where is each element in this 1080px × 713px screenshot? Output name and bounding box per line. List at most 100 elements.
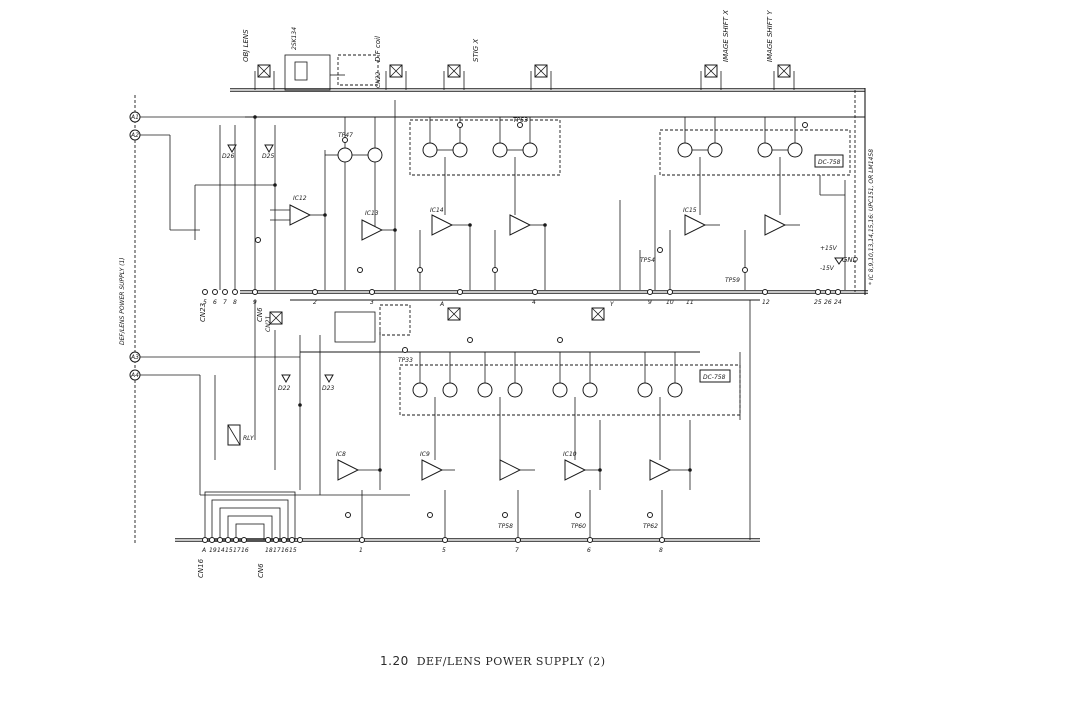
dc-758-module-lower: [699, 369, 731, 383]
label-cn23: CN23: [199, 303, 207, 322]
label-tp33: TP33: [398, 357, 413, 364]
label-stig-y: Y: [610, 301, 615, 308]
left-marker-line: [129, 95, 300, 545]
label-d25: D25: [262, 153, 274, 160]
svg-text:24: 24: [834, 299, 842, 306]
top-bus-pin-labels: 5 6 7 8 9 2 3 4 9 10 11 12 25 26 24: [203, 299, 842, 306]
svg-text:19: 19: [209, 547, 217, 554]
svg-text:1: 1: [359, 547, 363, 554]
right-note: * IC 8,9,10,13,14,15,16: UPC151, OR LM14…: [868, 149, 875, 285]
label-d26: D26: [222, 153, 234, 160]
svg-text:16: 16: [281, 547, 289, 554]
caption-number: 1.20: [380, 654, 409, 668]
label-d22: D22: [278, 385, 290, 392]
diode-d23: [324, 374, 334, 384]
transistor-q1: [337, 147, 353, 163]
svg-text:17: 17: [273, 547, 281, 554]
svg-text:25: 25: [814, 299, 822, 306]
svg-text:18: 18: [265, 547, 273, 554]
svg-text:A3: A3: [130, 354, 139, 361]
opamp-ic10a: [564, 459, 587, 481]
caption-title: DEF/LENS POWER SUPPLY (2): [416, 655, 606, 668]
svg-text:5: 5: [442, 547, 446, 554]
image-shift-block: [659, 129, 851, 176]
svg-text:16: 16: [241, 547, 249, 554]
svg-text:7: 7: [515, 547, 519, 554]
svg-text:4: 4: [532, 299, 536, 306]
label-tp59: TP59: [725, 277, 740, 284]
opamp-ic8: [337, 459, 360, 481]
bottom-bus-pin-labels: A 19 14 15 17 16 18 17 16 15 1 5 7 6 8: [201, 547, 663, 554]
label-tp60: TP60: [571, 523, 586, 530]
opamp-ic9a: [421, 459, 444, 481]
label-tp54: TP54: [640, 257, 655, 264]
opamp-ic15b: [764, 214, 787, 236]
test-points: [255, 122, 808, 518]
svg-text:17: 17: [233, 547, 241, 554]
svg-text:A1: A1: [130, 114, 139, 121]
bottom-bus-pins: [202, 537, 665, 543]
right-end: [854, 88, 866, 295]
label-df-coil: D.F coil: [374, 36, 382, 62]
label-ic12: IC12: [293, 195, 307, 202]
label-ic15: IC15: [683, 207, 697, 214]
side-note: DEF/LENS POWER SUPPLY (1): [119, 257, 126, 345]
label-plus15v: +15V: [820, 245, 838, 252]
label-stig-x: STIG X: [472, 39, 480, 62]
svg-text:A2: A2: [130, 132, 139, 139]
label-ic8: IC8: [336, 451, 346, 458]
label-ic9: IC9: [420, 451, 430, 458]
opamp-ic15a: [684, 214, 707, 236]
junction-dots: [253, 115, 692, 472]
opamp-ic14a: [431, 214, 454, 236]
label-ic14: IC14: [430, 207, 444, 214]
diode-d22: [281, 374, 291, 384]
label-ic10: IC10: [563, 451, 577, 458]
label-d23: D23: [322, 385, 334, 392]
label-gnd: GND: [842, 256, 859, 264]
label-tp53: TP53: [513, 117, 528, 124]
opamp-ic13: [361, 219, 384, 241]
diode-d25: [264, 144, 274, 154]
svg-text:10: 10: [666, 299, 674, 306]
opamp-ic14b: [509, 214, 532, 236]
lower-stage: A Y RLY DC-758 IC8 IC: [199, 300, 751, 541]
svg-text:14: 14: [217, 547, 225, 554]
stig-x-block: [409, 119, 561, 176]
label-ic13: IC13: [365, 210, 379, 217]
svg-text:2: 2: [313, 299, 317, 306]
top-coils: [254, 64, 795, 90]
figure-caption: 1.20 DEF/LENS POWER SUPPLY (2): [380, 654, 605, 668]
opamp-ic9b: [499, 459, 522, 481]
svg-text:9: 9: [648, 299, 652, 306]
label-dc-758-lower: DC-758: [703, 374, 726, 381]
label-obj-lens: OBJ LENS: [242, 29, 250, 62]
svg-text:6: 6: [587, 547, 591, 554]
opamp-ic12: [289, 204, 312, 226]
svg-text:15: 15: [225, 547, 233, 554]
label-tp58: TP58: [498, 523, 513, 530]
svg-text:A4: A4: [130, 372, 139, 379]
label-cn22: CN22: [375, 72, 382, 88]
svg-text:5: 5: [203, 299, 207, 306]
svg-text:15: 15: [289, 547, 297, 554]
label-dc-758: DC-758: [818, 159, 841, 166]
label-minus15v: -15V: [820, 265, 835, 272]
upper-stage: IC12 IC13 IC14: [169, 100, 851, 290]
label-image-shift-x: IMAGE SHIFT X: [722, 10, 730, 62]
dc-758-module: [814, 154, 844, 168]
svg-text:12: 12: [762, 299, 770, 306]
svg-text:7: 7: [223, 299, 227, 306]
svg-text:6: 6: [213, 299, 217, 306]
svg-text:8: 8: [659, 547, 663, 554]
svg-text:A: A: [201, 547, 206, 554]
gnd-symbol-icon: [834, 257, 844, 265]
svg-text:9: 9: [253, 299, 257, 306]
svg-text:8: 8: [233, 299, 237, 306]
label-cn16: CN16: [197, 558, 205, 578]
label-image-shift-y: IMAGE SHIFT Y: [766, 10, 774, 62]
fet-block: [284, 54, 379, 91]
label-tp62: TP62: [643, 523, 658, 530]
